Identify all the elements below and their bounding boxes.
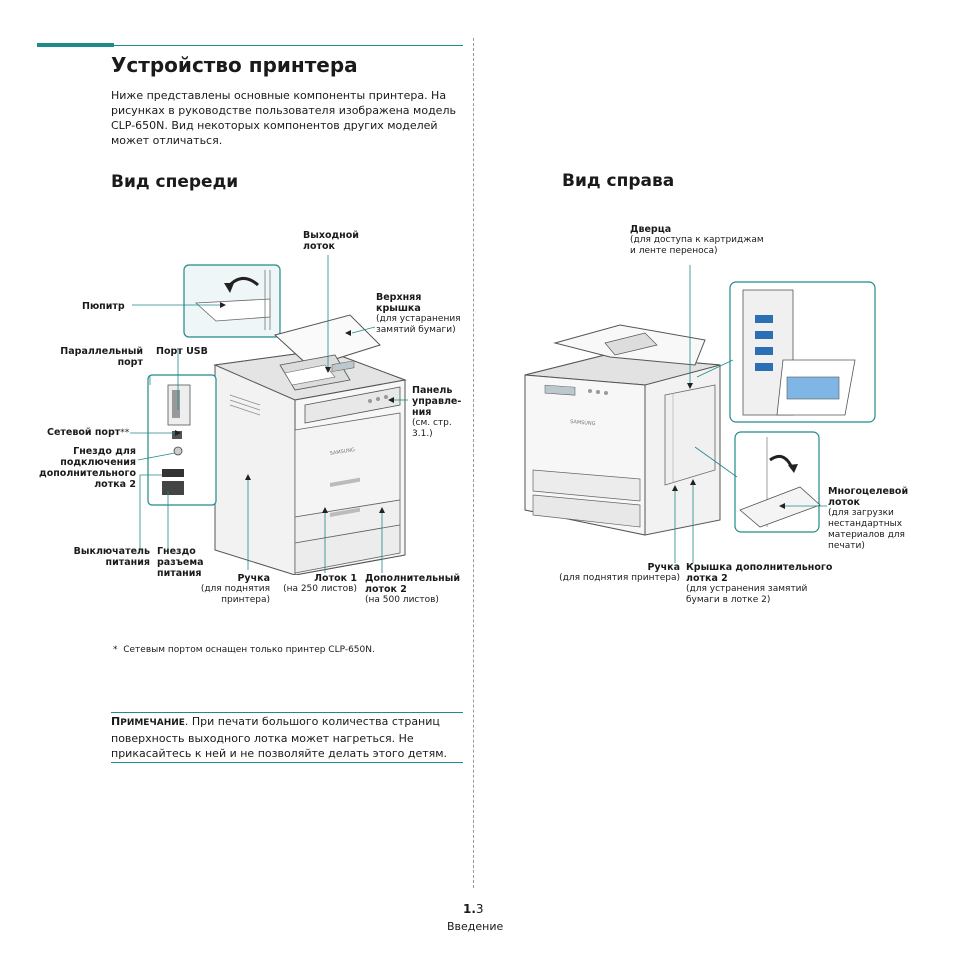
label-front-handle-title: Ручка: [237, 573, 270, 584]
label-optional-tray2-line2: лоток 2: [365, 584, 407, 595]
label-top-cover-line1: Верхняя: [376, 292, 422, 303]
label-tray2-socket-line4: лотка 2: [94, 479, 136, 490]
label-side-handle-title: Ручка: [647, 562, 680, 573]
label-power-socket: Гнездо разъема питания: [157, 546, 204, 579]
label-mp-tray-note1: (для загрузки: [828, 508, 894, 518]
label-mp-tray-note2: нестандартных: [828, 519, 903, 529]
label-optional-tray2-cover-line1: Крышка дополнительного: [686, 562, 833, 573]
label-control-panel-line2: управле-: [412, 396, 462, 407]
label-optional-tray2-note: (на 500 листов): [365, 595, 439, 605]
label-optional-tray2-line1: Дополнительный: [365, 573, 460, 584]
note-label-rest: РИМЕЧАНИЕ: [120, 718, 185, 728]
header-accent-bar: [37, 43, 114, 47]
note-top-rule: [111, 712, 463, 713]
label-network-port-mark: **: [120, 428, 130, 438]
label-tray1-note: (на 250 листов): [283, 584, 357, 594]
header-rule: [114, 45, 463, 46]
label-mp-tray-line2: лоток: [828, 497, 860, 508]
label-control-panel-line1: Панель: [412, 385, 453, 396]
page-title: Устройство принтера: [111, 53, 358, 77]
label-output-tray-line1: Выходной: [303, 230, 359, 241]
label-mp-tray-line1: Многоцелевой: [828, 486, 909, 497]
label-optional-tray2-cover-note2: бумаги в лотке 2): [686, 595, 771, 605]
label-network-port-text: Сетевой порт: [47, 427, 121, 438]
label-network-port: Сетевой порт**: [47, 427, 129, 439]
label-power-socket-line1: Гнездо: [157, 546, 196, 557]
label-top-cover-note1: (для устаранения: [376, 314, 461, 324]
label-door-note1: (для доступа к картриджам: [630, 235, 764, 245]
label-control-panel-note1: (см. стр.: [412, 418, 452, 428]
label-mp-tray-note3: материалов для: [828, 530, 905, 540]
label-door-title: Дверца: [630, 224, 672, 235]
label-output-tray: Выходной лоток: [303, 230, 359, 252]
label-stand: Пюпитр: [82, 301, 125, 312]
label-top-cover-note2: замятий бумаги): [376, 325, 456, 335]
side-brand-logo: SAMSUNG: [570, 419, 596, 427]
label-power-socket-line3: питания: [157, 568, 202, 579]
front-brand-logo: SAMSUNG: [329, 447, 355, 457]
label-parallel-port-line2: порт: [117, 357, 143, 368]
footnote-text: Сетевым портом оснащен только принтер CL…: [123, 645, 375, 655]
label-mp-tray: Многоцелевой лоток (для загрузки нестанд…: [828, 486, 908, 552]
label-optional-tray2-cover-note1: (для устранения замятий: [686, 584, 808, 594]
label-top-cover: Верхняя крышка (для устаранения замятий …: [376, 292, 461, 336]
label-front-handle: Ручка (для поднятия принтера): [195, 573, 270, 606]
footnote-mark: *: [113, 645, 118, 655]
label-optional-tray2: Дополнительный лоток 2 (на 500 листов): [365, 573, 460, 606]
side-view-illustration: SAMSUNG: [524, 265, 876, 563]
label-side-handle-note: (для поднятия принтера): [559, 573, 680, 583]
label-output-tray-line2: лоток: [303, 241, 335, 252]
section-footer: Введение: [447, 920, 504, 933]
label-parallel-port: Параллельный порт: [57, 346, 143, 368]
note-label-first: П: [111, 715, 121, 728]
label-control-panel: Панель управле- ния (см. стр. 3.1.): [412, 385, 461, 440]
label-control-panel-line3: ния: [412, 407, 432, 418]
label-power-switch-line2: питания: [105, 557, 150, 568]
page-number-page: 3: [475, 902, 484, 916]
label-front-handle-note2: принтера): [221, 595, 270, 605]
label-power-switch: Выключатель питания: [70, 546, 150, 568]
label-tray2-socket: Гнездо для подключения дополнительного л…: [34, 446, 136, 490]
label-tray2-socket-line3: дополнительного: [39, 468, 136, 479]
label-door-note2: и ленте переноса): [630, 246, 718, 256]
label-tray2-socket-line2: подключения: [60, 457, 136, 468]
intro-paragraph: Ниже представлены основные компоненты пр…: [111, 89, 456, 147]
label-front-handle-note1: (для поднятия: [200, 584, 270, 594]
label-parallel-port-line1: Параллельный: [60, 346, 143, 357]
label-control-panel-note2: 3.1.): [412, 429, 433, 439]
page-number: 1.3: [463, 902, 484, 916]
note-bottom-rule: [111, 762, 463, 763]
label-tray2-socket-line1: Гнездо для: [73, 446, 136, 457]
label-usb-port: Порт USB: [156, 346, 208, 357]
front-view-illustration: SAMSUNG: [130, 255, 408, 575]
label-door: Дверца (для доступа к картриджам и ленте…: [630, 224, 764, 257]
front-view-heading: Вид спереди: [111, 172, 239, 192]
footnote: * Сетевым портом оснащен только принтер …: [113, 645, 375, 656]
label-mp-tray-note4: печати): [828, 541, 865, 551]
label-side-handle: Ручка (для поднятия принтера): [555, 562, 680, 584]
label-tray1-title: Лоток 1: [314, 573, 357, 584]
column-divider: [473, 38, 474, 888]
label-optional-tray2-cover: Крышка дополнительного лотка 2 (для устр…: [686, 562, 832, 606]
note-text: . При печати большого количества страниц…: [111, 715, 448, 760]
label-top-cover-line2: крышка: [376, 303, 421, 314]
page-number-chapter: 1.: [463, 902, 476, 916]
label-power-socket-line2: разъема: [157, 557, 204, 568]
note-paragraph: ПРИМЕЧАНИЕ. При печати большого количест…: [111, 714, 463, 761]
label-optional-tray2-cover-line2: лотка 2: [686, 573, 728, 584]
label-power-switch-line1: Выключатель: [73, 546, 150, 557]
side-view-heading: Вид справа: [562, 171, 675, 191]
label-tray1: Лоток 1 (на 250 листов): [280, 573, 357, 595]
